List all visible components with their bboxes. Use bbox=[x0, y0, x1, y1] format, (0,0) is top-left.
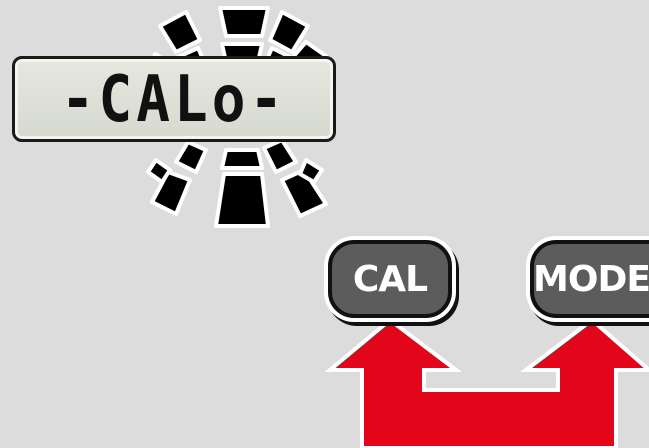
lcd-display: -CALo- bbox=[12, 56, 336, 142]
cal-button[interactable]: CAL bbox=[328, 240, 452, 318]
lcd-readout: -CALo- bbox=[60, 61, 288, 137]
mode-button[interactable]: MODE bbox=[530, 240, 649, 318]
